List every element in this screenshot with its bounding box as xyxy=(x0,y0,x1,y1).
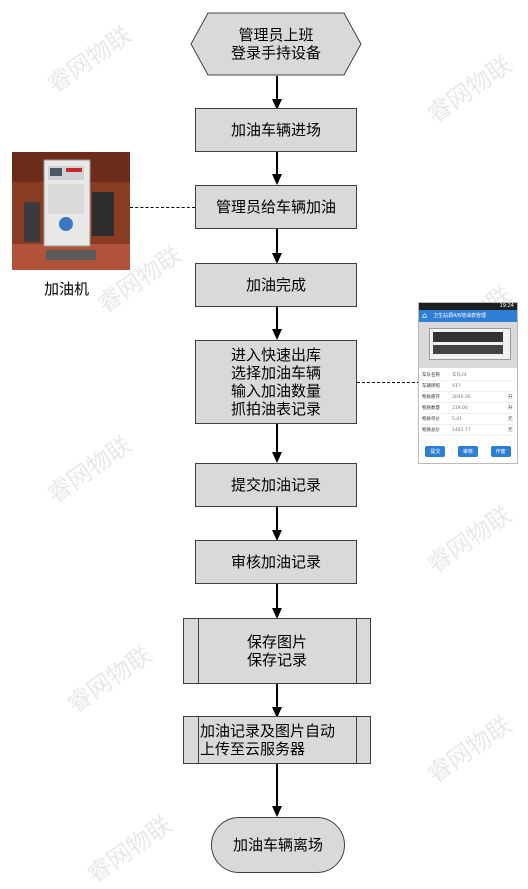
form-row-label: 物质数量 xyxy=(422,406,440,411)
review-button[interactable]: 审核 xyxy=(457,446,478,457)
watermark: 睿网物联 xyxy=(42,430,137,509)
step-save: 保存图片 保存记录 xyxy=(183,618,371,684)
form-row-unit: 升 xyxy=(508,406,513,411)
arrow-head xyxy=(272,530,282,541)
form-row-unit: 元 xyxy=(508,428,513,433)
flow-arrow xyxy=(276,684,278,716)
void-button[interactable]: 作废 xyxy=(490,446,511,457)
flow-arrow xyxy=(276,76,278,106)
form-row: 物质数量 219.00 升 xyxy=(422,403,514,414)
form-row: 物质库存 3040.00 升 xyxy=(422,392,514,403)
arrow-head xyxy=(272,329,282,340)
flow-arrow xyxy=(276,584,278,616)
form-buttons: 提交 审核 作废 xyxy=(419,446,517,457)
step-upload-cloud: 加油记录及图片自动 上传至云服务器 xyxy=(183,716,371,764)
step-vehicle-enter: 加油车辆进场 xyxy=(195,108,357,152)
arrow-head xyxy=(272,253,282,264)
form-row-value[interactable]: 417 xyxy=(452,383,461,389)
watermark: 睿网物联 xyxy=(422,50,517,129)
step-vehicle-leave: 加油车辆离场 xyxy=(211,817,345,873)
flow-arrow xyxy=(276,507,278,537)
photo-caption: 加油机 xyxy=(44,280,90,298)
flow-arrow xyxy=(276,764,278,814)
arrow-head xyxy=(272,806,282,817)
form-row: 车队名称 车队24 xyxy=(422,370,514,381)
form-row-value[interactable]: 车队24 xyxy=(452,373,467,378)
watermark: 睿网物联 xyxy=(82,810,177,889)
step-submit-record: 提交加油记录 xyxy=(195,463,357,507)
process-bar xyxy=(356,716,357,764)
step-quick-outbound: 进入快速出库 选择加油车辆 输入加油数量 抓拍油表记录 xyxy=(195,340,357,424)
arrow-head xyxy=(272,608,282,619)
form-row: 物质总价 1481.77 元 xyxy=(422,425,514,436)
watermark: 睿网物联 xyxy=(62,640,157,719)
watermark: 睿网物联 xyxy=(42,20,137,99)
step-refuel-done: 加油完成 xyxy=(195,263,357,307)
flow-arrow xyxy=(276,152,278,182)
process-bar xyxy=(198,716,199,764)
form-row-unit: 元 xyxy=(508,417,513,422)
fuel-dispenser-photo xyxy=(12,152,130,270)
form-row-value[interactable]: 1481.77 xyxy=(452,427,471,433)
watermark: 睿网物联 xyxy=(422,500,517,579)
form-row-label: 物质总价 xyxy=(422,428,440,433)
step-start: 管理员上班 登录手持设备 xyxy=(230,26,321,62)
app-header: ⌂ 卫生站调4/6地油表管理 xyxy=(419,310,517,322)
start-hexagon xyxy=(190,12,362,76)
home-icon[interactable]: ⌂ xyxy=(422,311,428,320)
form-row-unit: 升 xyxy=(508,395,513,400)
phone-connector xyxy=(357,382,420,383)
step-review-record: 审核加油记录 xyxy=(195,540,357,584)
form-row-value[interactable]: 5.41 xyxy=(452,416,463,422)
submit-button[interactable]: 提交 xyxy=(425,446,446,457)
form-row-label: 车辆牌照 xyxy=(422,384,440,389)
status-bar: 19:24 xyxy=(419,303,517,310)
flow-arrow xyxy=(276,307,278,337)
watermark: 睿网物联 xyxy=(422,710,517,789)
meter-photo xyxy=(419,322,517,368)
arrow-head xyxy=(272,452,282,463)
arrow-head xyxy=(272,707,282,718)
form-row-value[interactable]: 219.00 xyxy=(452,405,468,411)
arrow-head xyxy=(272,99,282,110)
app-title: 卫生站调4/6地油表管理 xyxy=(433,313,487,319)
form-row-label: 车队名称 xyxy=(422,373,440,378)
arrow-head xyxy=(272,174,282,185)
step-refuel: 管理员给车辆加油 xyxy=(195,185,357,229)
process-bar xyxy=(356,618,357,684)
flow-arrow xyxy=(276,229,278,261)
handheld-app-screenshot: 19:24 ⌂ 卫生站调4/6地油表管理 车队名称 车队24 车辆牌照 417 物质库存… xyxy=(418,302,518,464)
form-row-value[interactable]: 3040.00 xyxy=(452,394,471,400)
form-row: 物质单价 5.41 元 xyxy=(422,414,514,425)
status-time: 19:24 xyxy=(499,303,514,309)
flow-arrow xyxy=(276,424,278,459)
process-bar xyxy=(198,618,199,684)
photo-connector xyxy=(130,207,195,208)
form-row: 车辆牌照 417 xyxy=(422,381,514,392)
form-row-label: 物质单价 xyxy=(422,417,440,422)
form-row-label: 物质库存 xyxy=(422,395,440,400)
